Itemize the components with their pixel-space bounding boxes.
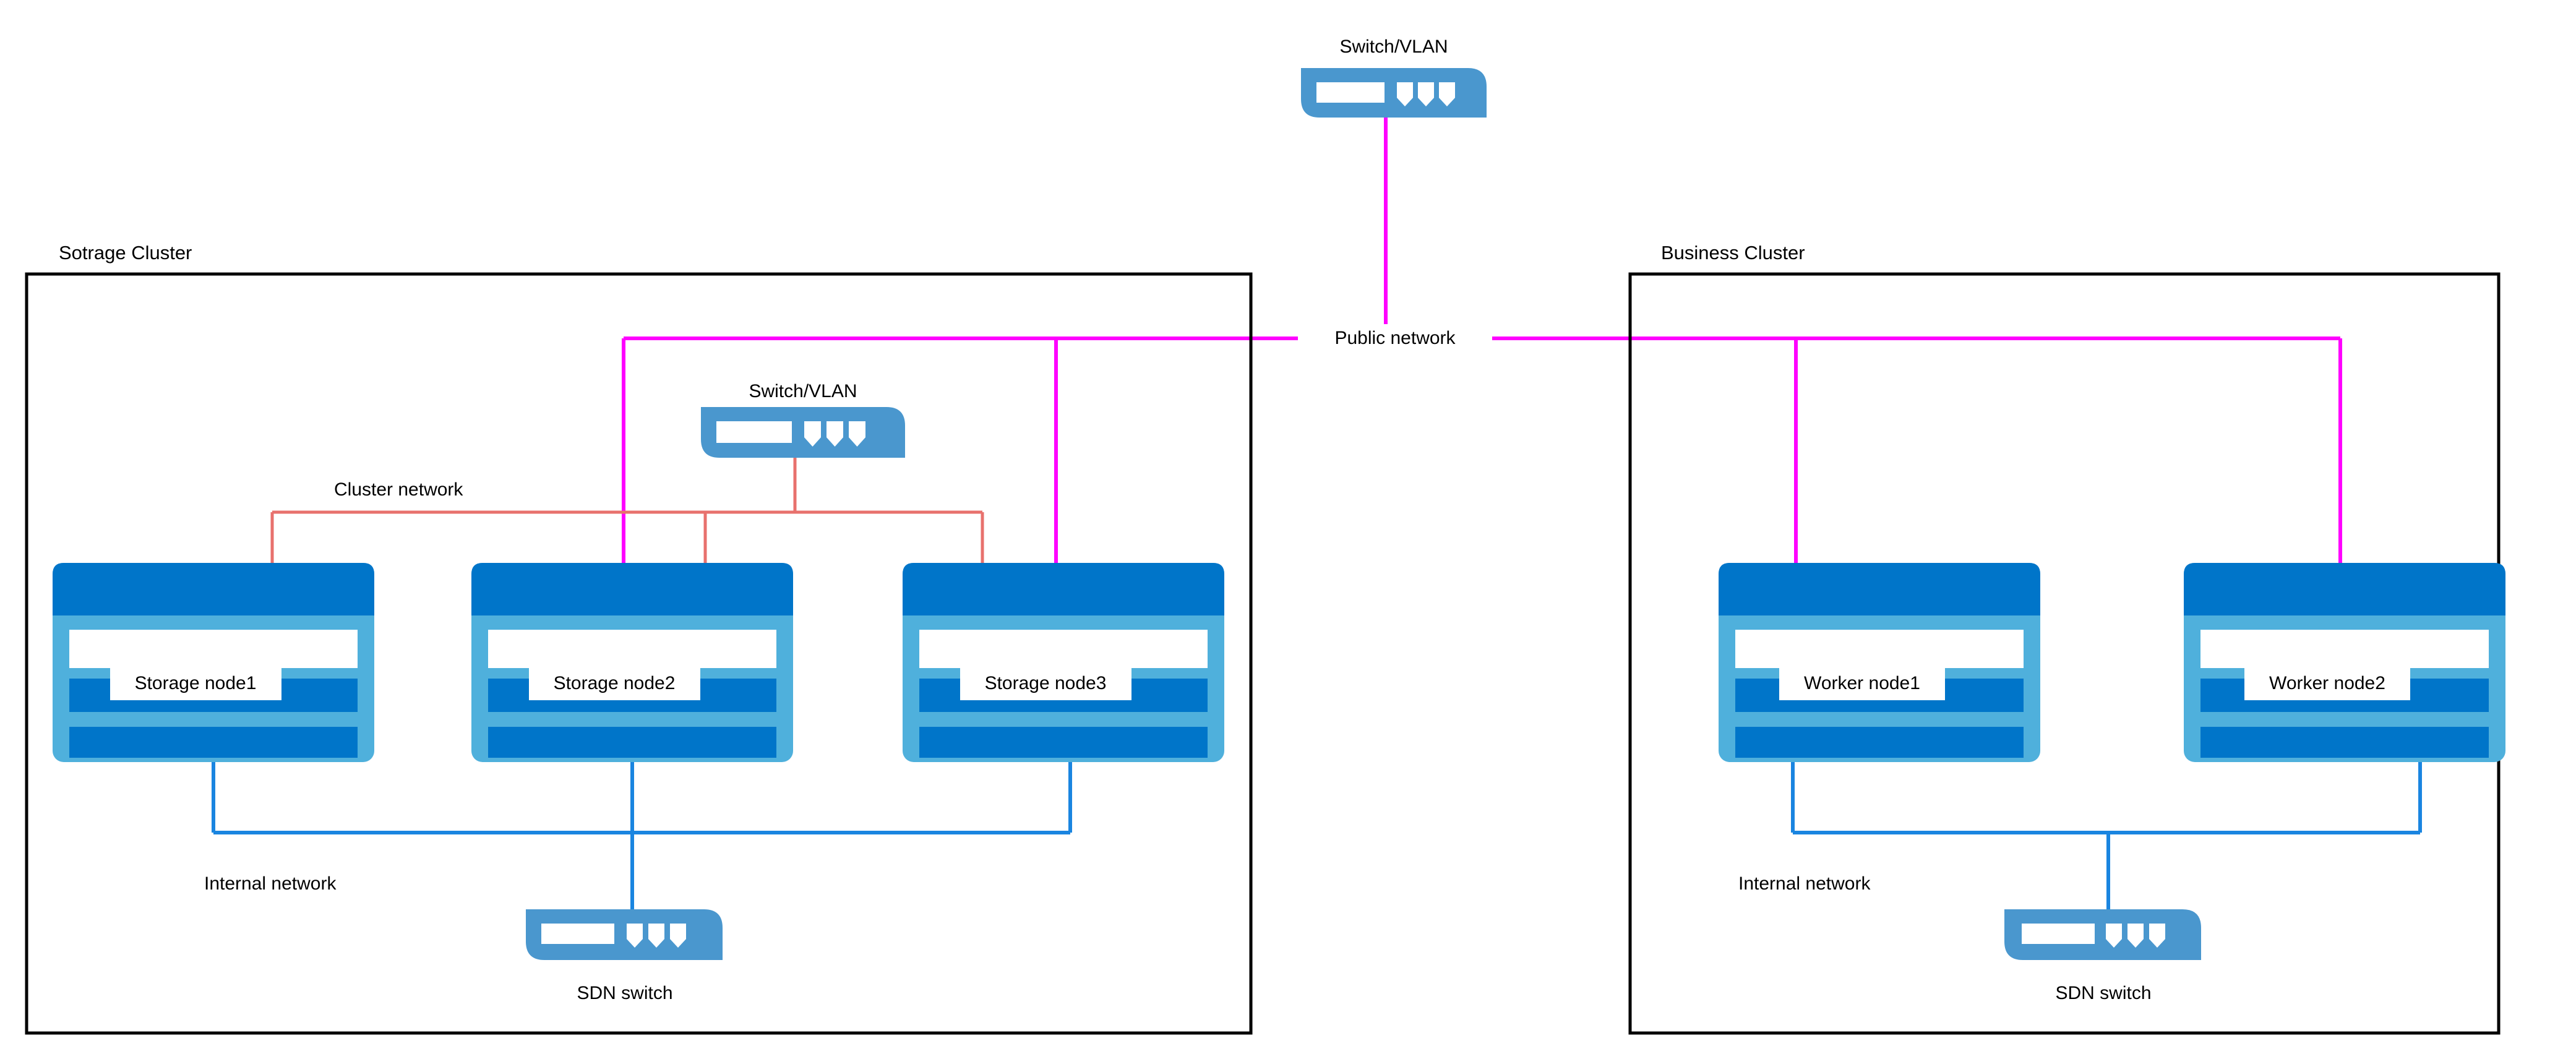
- node-slot-blue-2: [488, 727, 776, 758]
- node-header-band: [471, 563, 793, 615]
- node-label: Storage node1: [135, 673, 257, 693]
- top-switch-icon[interactable]: [1301, 68, 1487, 118]
- worker-node-2[interactable]: Worker node2: [2184, 563, 2505, 762]
- switch-chassis: [2004, 909, 2201, 960]
- node-header-band: [1719, 563, 2040, 615]
- switch-port-3: [2149, 924, 2165, 948]
- storage-cluster-title: Sotrage Cluster: [59, 242, 192, 264]
- switch-ports: [627, 924, 686, 948]
- storage-sdn-switch-label: SDN switch: [577, 983, 672, 1003]
- storage-node-2[interactable]: Storage node2: [471, 563, 793, 762]
- node-label: Storage node3: [985, 673, 1107, 693]
- switch-port-2: [826, 421, 843, 447]
- worker-node-1[interactable]: Worker node1: [1719, 563, 2040, 762]
- storage-node-3[interactable]: Storage node3: [903, 563, 1224, 762]
- switch-chassis: [701, 407, 905, 458]
- node-label: Storage node2: [554, 673, 676, 693]
- node-label-bg: [110, 667, 281, 700]
- switch-ports: [2106, 924, 2165, 948]
- storage-cluster-box: [25, 272, 1253, 1035]
- node-slot-white: [919, 630, 1208, 668]
- node-slot-white: [488, 630, 776, 668]
- switch-display-bar: [2022, 924, 2095, 944]
- storage-switch-icon[interactable]: [701, 407, 905, 458]
- cluster-network-links: [270, 458, 984, 563]
- node-slot-white: [2200, 630, 2489, 668]
- public-network-label-bg: [1298, 324, 1492, 353]
- node-slot-white: [69, 630, 358, 668]
- switch-chassis: [1301, 68, 1487, 118]
- node-slot-blue-2: [919, 727, 1208, 758]
- business-cluster-title: Business Cluster: [1661, 242, 1805, 264]
- switch-display-bar: [716, 421, 792, 443]
- switch-port-3: [670, 924, 686, 948]
- node-label-bg: [529, 667, 700, 700]
- switch-port-2: [648, 924, 664, 948]
- switch-ports: [804, 421, 865, 447]
- node-slot-blue-2: [2200, 727, 2489, 758]
- switch-port-3: [849, 421, 865, 447]
- business-sdn-switch-icon[interactable]: [2004, 909, 2201, 960]
- switch-port-1: [627, 924, 643, 948]
- switch-ports: [1397, 82, 1455, 106]
- storage-switch-label: Switch/VLAN: [749, 381, 857, 401]
- cluster-network-label: Cluster network: [334, 479, 463, 500]
- node-label-bg: [2244, 667, 2410, 700]
- switch-chassis: [526, 909, 723, 960]
- storage-sdn-switch-icon[interactable]: [526, 909, 723, 960]
- node-header-band: [903, 563, 1224, 615]
- switch-port-1: [2106, 924, 2122, 948]
- public-network-label: Public network: [1334, 328, 1456, 348]
- storage-internal-network-label: Internal network: [204, 873, 337, 894]
- business-internal-network-label: Internal network: [1738, 873, 1871, 894]
- switch-display-bar: [1316, 82, 1385, 103]
- node-label-bg: [1779, 667, 1945, 700]
- node-slot-blue-2: [1735, 727, 2024, 758]
- switch-port-2: [2127, 924, 2144, 948]
- top-switch-label: Switch/VLAN: [1339, 36, 1448, 57]
- node-label-bg: [960, 667, 1131, 700]
- node-label: Worker node1: [1804, 673, 1920, 693]
- business-internal-network-links: [1791, 762, 2422, 909]
- node-label: Worker node2: [2269, 673, 2385, 693]
- node-header-band: [53, 563, 374, 615]
- switch-port-3: [1439, 82, 1455, 106]
- switch-port-2: [1418, 82, 1434, 106]
- storage-internal-network-links: [212, 762, 1072, 909]
- switch-display-bar: [541, 924, 614, 944]
- business-sdn-switch-label: SDN switch: [2055, 983, 2151, 1003]
- node-header-band: [2184, 563, 2505, 615]
- node-slot-blue-2: [69, 727, 358, 758]
- node-slot-white: [1735, 630, 2024, 668]
- storage-node-1[interactable]: Storage node1: [53, 563, 374, 762]
- switch-port-1: [1397, 82, 1413, 106]
- switch-port-1: [804, 421, 821, 447]
